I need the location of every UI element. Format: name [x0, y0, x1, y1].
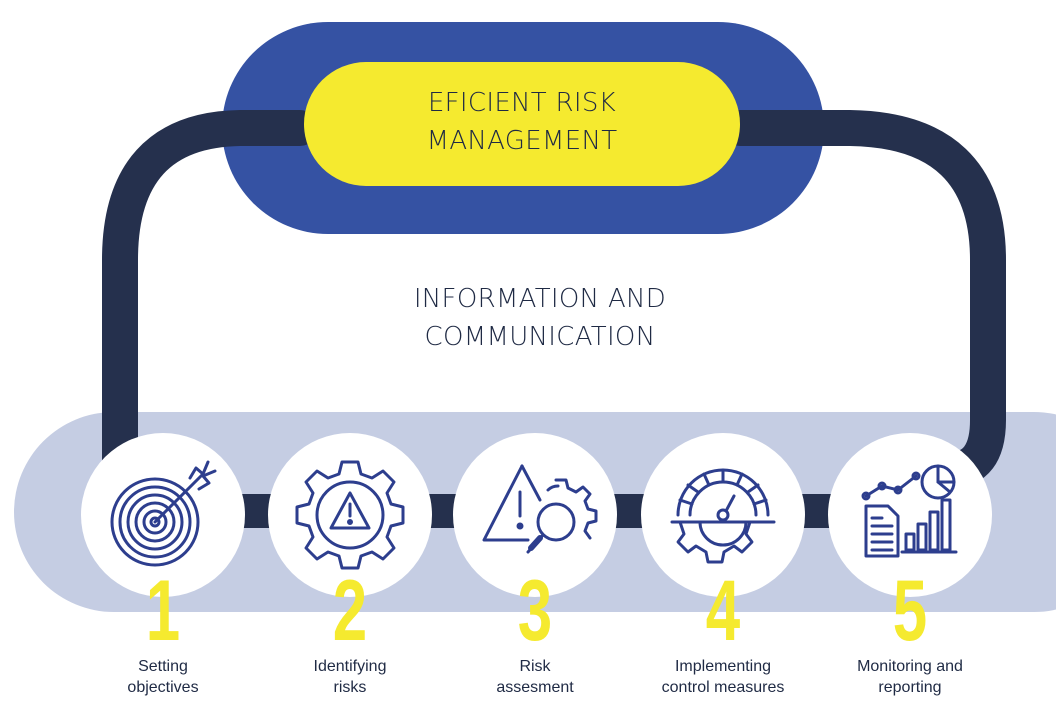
navy-loop — [102, 110, 1006, 488]
step-number-2: 2 — [333, 562, 367, 658]
target-icon — [110, 460, 217, 567]
step-label-3-line-2: assesment — [496, 679, 574, 696]
report-chart-icon — [861, 464, 958, 558]
step-label-4-line-2: control measures — [661, 679, 785, 696]
header-title-line-1: EFICIENT RISK — [427, 88, 617, 118]
step-label-2-line-2: risks — [333, 679, 367, 696]
step-label-3-line-1: Risk — [519, 658, 551, 675]
step-label-1-line-1: Setting — [138, 658, 188, 675]
step-circle-3 — [453, 433, 617, 597]
warning-magnifier-icon — [482, 464, 598, 554]
step-label-3: Risk assesment — [440, 656, 630, 698]
center-title-line-1: INFORMATION AND — [413, 284, 667, 314]
center-title-line-2: COMMUNICATION — [424, 322, 656, 352]
header-yellow-pill — [304, 62, 740, 186]
step-label-1: Setting objectives — [68, 656, 258, 698]
step-label-5: Monitoring and reporting — [815, 656, 1005, 698]
header-title-line-2: MANAGEMENT — [426, 126, 618, 156]
step-label-2-line-1: Identifying — [313, 658, 387, 675]
step-label-1-line-2: objectives — [127, 679, 199, 696]
step-circle-4 — [641, 433, 805, 597]
gauge-gear-icon — [670, 468, 776, 564]
step-number-1: 1 — [146, 562, 180, 658]
step-number-3: 3 — [518, 562, 552, 658]
step-number-5: 5 — [893, 562, 927, 658]
gear-warning-icon — [295, 460, 405, 570]
step-label-5-line-2: reporting — [878, 679, 942, 696]
step-label-5-line-1: Monitoring and — [857, 658, 963, 675]
center-title: INFORMATION AND COMMUNICATION — [340, 280, 740, 356]
step-label-4-line-1: Implementing — [674, 658, 772, 675]
step-label-2: Identifying risks — [255, 656, 445, 698]
step-label-4: Implementing control measures — [628, 656, 818, 698]
header-title: EFICIENT RISK MANAGEMENT — [304, 84, 740, 160]
step-number-4: 4 — [706, 562, 741, 658]
